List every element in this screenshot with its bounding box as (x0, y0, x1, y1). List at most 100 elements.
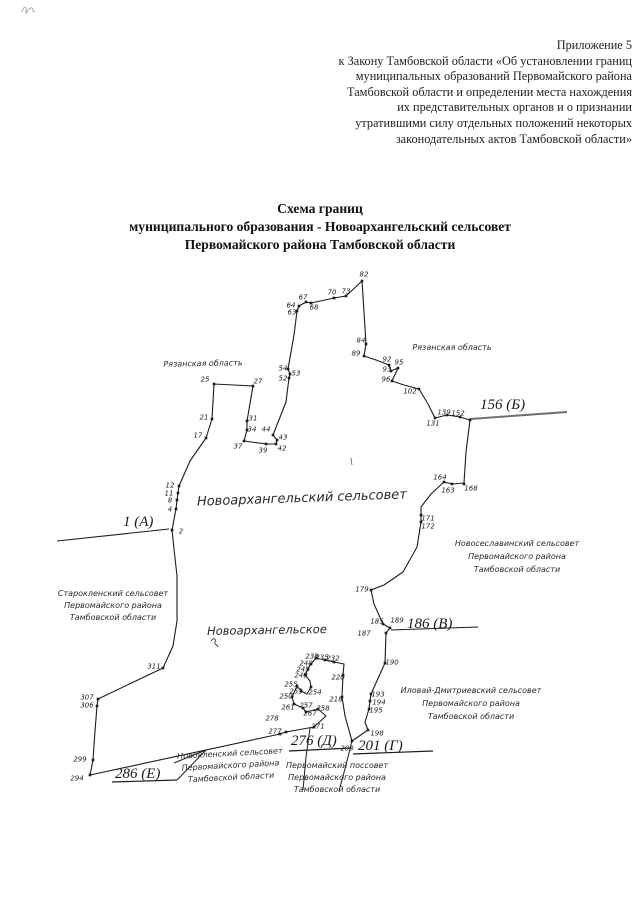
point-label-198: 198 (370, 730, 384, 738)
boundary-point-92 (387, 363, 391, 367)
boundary-point-250 (290, 695, 294, 699)
boundary-point-53 (288, 372, 292, 376)
adjacent-boundary-g-underline (352, 750, 434, 755)
point-label-220: 220 (331, 674, 345, 682)
boundary-point-93 (389, 369, 393, 373)
adjacent-boundary-d-spur (302, 727, 311, 791)
adjacent-boundary-b (469, 411, 568, 420)
adjacent-boundary-a (56, 528, 170, 542)
point-label-63: 63 (288, 309, 297, 317)
point-label-92: 92 (383, 356, 392, 364)
boundary-point-190 (383, 661, 387, 665)
boundary-point-2 (170, 528, 174, 532)
boundary-point-102 (417, 387, 421, 391)
point-label-11: 11 (165, 490, 174, 498)
point-label-39: 39 (259, 447, 268, 455)
title-line: муниципального образования - Новоарханге… (129, 219, 511, 234)
point-label-95: 95 (395, 359, 404, 367)
scan-speck (350, 457, 353, 466)
boundary-point-172 (419, 520, 423, 524)
point-label-190: 190 (385, 659, 399, 667)
point-label-245: 245 (296, 666, 310, 674)
header-line: муниципальных образований Первомайского … (355, 69, 632, 84)
title-line: Схема границ (277, 201, 363, 216)
point-label-255: 255 (284, 681, 298, 689)
boundary-point-17 (204, 436, 208, 440)
point-label-68: 68 (310, 304, 319, 312)
point-label-25: 25 (201, 376, 210, 384)
boundary-point-257 (301, 706, 305, 710)
point-label-271: 271 (311, 723, 324, 731)
point-label-171: 171 (421, 515, 434, 523)
point-label-64: 64 (287, 302, 296, 310)
point-label-8: 8 (168, 497, 173, 505)
boundary-point-179 (369, 588, 373, 592)
point-label-257: 257 (299, 702, 313, 710)
boundary-point-200 (350, 739, 354, 743)
boundary-point-271 (312, 725, 316, 729)
boundary-point-21 (210, 417, 214, 421)
point-label-267: 267 (303, 710, 317, 718)
boundary-point-189 (388, 626, 392, 630)
boundary-point-96 (390, 379, 394, 383)
boundary-point-11 (176, 491, 180, 495)
boundary-point-195 (367, 707, 371, 711)
region-label-ryazan-oblast-left: Рязанская область (163, 358, 243, 368)
point-label-84: 84 (357, 337, 366, 345)
boundary-point-54 (286, 367, 290, 371)
boundary-point-238 (314, 656, 318, 660)
boundary-point-277 (284, 730, 288, 734)
boundary-point-194 (368, 699, 372, 703)
boundary-point-164 (442, 480, 446, 484)
boundary-point-42 (274, 442, 278, 446)
boundary-point-39 (264, 442, 268, 446)
boundary-point-27 (251, 384, 255, 388)
handwritten-corner-mark (21, 6, 36, 14)
point-label-218: 218 (329, 696, 343, 704)
point-label-168: 168 (464, 485, 478, 493)
boundary-point-82 (360, 279, 364, 283)
boundary-point-95 (396, 366, 400, 370)
point-label-200: 200 (340, 745, 354, 753)
point-label-258: 258 (316, 705, 330, 713)
marker-e-arrow-upper (173, 749, 207, 764)
settlement-mark (210, 638, 219, 648)
region-label-ryazan-oblast-right: Рязанская область (412, 343, 491, 352)
point-label-43: 43 (279, 434, 288, 442)
junction-label-d: 276 (Д) (291, 733, 337, 749)
boundary-point-278 (278, 732, 282, 736)
boundary-point-25 (212, 382, 216, 386)
boundary-point-171 (419, 513, 423, 517)
boundary-point-31 (245, 419, 249, 423)
header-line: утратившими силу отдельных положений нек… (355, 115, 632, 130)
point-label-82: 82 (360, 271, 369, 279)
appendix-number: Приложение 5 (556, 38, 632, 52)
marker-e-underline (111, 779, 178, 783)
boundary-point-84 (364, 342, 368, 346)
point-label-2: 2 (179, 528, 184, 536)
boundary-point-63 (295, 309, 299, 313)
point-label-185: 185 (370, 618, 384, 626)
point-label-238: 238 (305, 653, 319, 661)
point-label-21: 21 (200, 414, 209, 422)
boundary-point-198 (366, 728, 370, 732)
header-line: Тамбовской области и определении места н… (347, 84, 632, 99)
point-label-250: 250 (279, 693, 293, 701)
boundary-point-37 (242, 439, 246, 443)
region-label-novoarkhangelskoye: Новоархангельское (207, 622, 327, 638)
boundary-point-89 (362, 354, 366, 358)
point-label-44: 44 (262, 426, 271, 434)
adjacent-boundary-g-spur (338, 740, 353, 792)
point-label-139: 139 (437, 409, 451, 417)
point-label-163: 163 (441, 487, 454, 495)
point-label-294: 294 (70, 775, 83, 783)
point-label-27: 27 (254, 378, 263, 386)
point-label-187: 187 (357, 630, 371, 638)
point-label-131: 131 (426, 420, 439, 428)
point-label-42: 42 (278, 445, 287, 453)
point-label-195: 195 (369, 707, 383, 715)
